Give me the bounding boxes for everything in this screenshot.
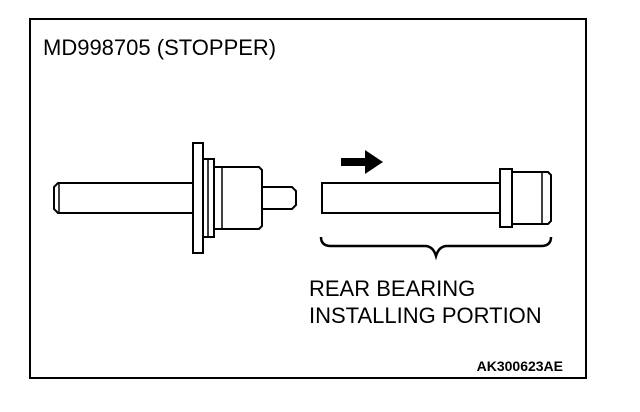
stopper-shaft [53, 182, 194, 214]
callout-line-1: REAR BEARING [309, 276, 475, 301]
stopper-tool [53, 142, 297, 254]
installer-flange [499, 168, 513, 228]
figure-title: MD998705 (STOPPER) [43, 35, 276, 60]
portion-brace [319, 236, 553, 261]
installer-head [511, 171, 552, 225]
stopper-body [213, 166, 263, 230]
right-arrow-icon [341, 150, 383, 174]
stopper-pin [261, 186, 297, 210]
stopper-flange [192, 142, 204, 254]
figure-code: AK300623AE [477, 358, 563, 374]
callout-line-2: INSTALLING PORTION [309, 303, 542, 328]
installer-tool [321, 168, 552, 228]
installer-bar [321, 182, 501, 214]
